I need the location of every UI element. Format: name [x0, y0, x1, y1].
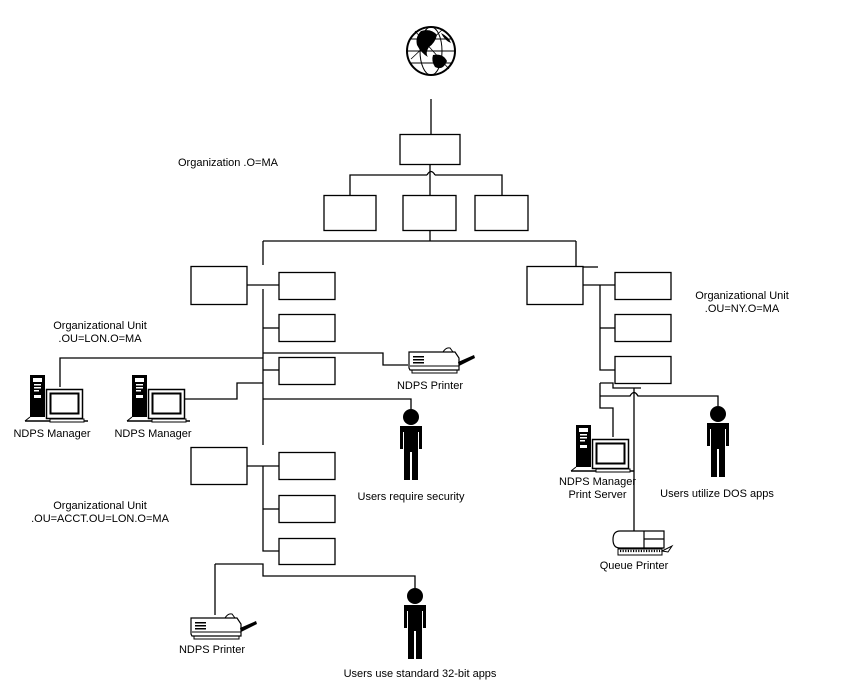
- users-acct-user-icon: [404, 588, 426, 659]
- ou-acct-label-line1: Organizational Unit: [53, 500, 147, 512]
- ny-leaf-box-3: [614, 355, 672, 385]
- users-acct-label: Users use standard 32-bit apps: [343, 668, 497, 680]
- queue-printer-icon: [611, 529, 674, 557]
- acct-leaf-box-3: [278, 537, 336, 566]
- ou-lon-box: [190, 265, 248, 306]
- root-organization-box: [399, 133, 461, 166]
- organization-label: Organization .O=MA: [178, 157, 278, 169]
- ou-lon-label: Organizational Unit .OU=LON.O=MA: [42, 320, 158, 346]
- print-server-label-line2: Print Server: [568, 489, 627, 501]
- ndps-printer-acct-label: NDPS Printer: [178, 644, 246, 656]
- ou-ny-label: Organizational Unit .OU=NY.O=MA: [682, 290, 802, 316]
- lon-leaf-box-2: [278, 313, 336, 343]
- ndps-printer-lon-printer-icon: [408, 347, 476, 374]
- ny-leaf-box-1: [614, 271, 672, 301]
- acct-leaf-box-2: [278, 494, 336, 524]
- ou-acct-label-line2: .OU=ACCT.OU=LON.O=MA: [31, 513, 169, 525]
- globe-icon: [406, 26, 456, 76]
- ou-lon-label-line1: Organizational Unit: [53, 320, 147, 332]
- ndps-manager-1-computer-icon: [24, 374, 89, 423]
- lon-leaf-box-1: [278, 271, 336, 301]
- users-ny-user-icon: [707, 406, 729, 477]
- ndps-manager-1-label: NDPS Manager: [13, 428, 91, 440]
- users-ny-label: Users utilize DOS apps: [660, 488, 774, 500]
- ndps-manager-2-label: NDPS Manager: [114, 428, 192, 440]
- ou-acct-label: Organizational Unit .OU=ACCT.OU=LON.O=MA: [25, 500, 175, 526]
- users-lon-user-icon: [400, 409, 422, 480]
- ndps-printer-acct-printer-icon: [190, 613, 258, 640]
- queue-printer-label: Queue Printer: [599, 560, 669, 572]
- ou-ny-label-line2: .OU=NY.O=MA: [704, 303, 780, 315]
- print-server-label: NDPS Manager Print Server: [555, 476, 640, 502]
- ny-leaf-box-2: [614, 313, 672, 343]
- ndps-printer-lon-label: NDPS Printer: [396, 380, 464, 392]
- ndps-manager-2-computer-icon: [126, 374, 191, 423]
- ou-ny-box: [526, 265, 584, 306]
- ou-lon-label-line2: .OU=LON.O=MA: [58, 333, 142, 345]
- org-child-box-right: [474, 194, 529, 232]
- nds-containers: [190, 133, 672, 566]
- ou-acct-box: [190, 446, 248, 486]
- print-server-label-line1: NDPS Manager: [558, 476, 637, 488]
- print-server-computer-icon: [570, 424, 635, 473]
- org-child-box-center: [402, 194, 457, 232]
- acct-leaf-box-1: [278, 451, 336, 481]
- org-child-box-left: [323, 194, 377, 232]
- users-lon-label: Users require security: [357, 491, 465, 503]
- connector-lines: [59, 99, 719, 615]
- lon-leaf-box-3: [278, 356, 336, 386]
- ou-ny-label-line1: Organizational Unit: [695, 290, 789, 302]
